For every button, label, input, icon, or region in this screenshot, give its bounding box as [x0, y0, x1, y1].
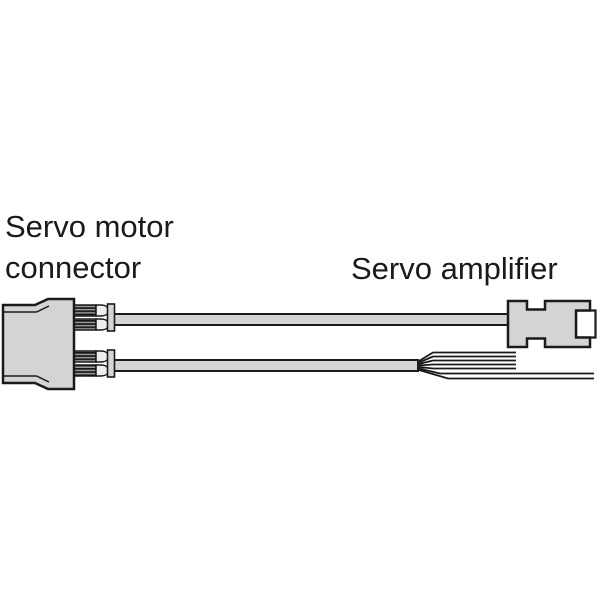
- loose-wires: [418, 351, 594, 380]
- servo-motor-connector-label-line2: connector: [5, 250, 142, 285]
- upper-cable: [110, 313, 511, 326]
- servo-amplifier-connector-drawing: [506, 299, 597, 349]
- upper-crimp-terminals: [73, 303, 116, 332]
- servo-amplifier-label: Servo amplifier: [351, 251, 558, 286]
- servo-motor-connector-label: Servo motor connector: [5, 206, 174, 288]
- servo-motor-connector-label-line1: Servo motor: [5, 209, 174, 244]
- lower-cable: [110, 359, 419, 372]
- lower-crimp-terminals: [73, 349, 116, 378]
- servo-motor-connector-drawing: [1, 297, 76, 391]
